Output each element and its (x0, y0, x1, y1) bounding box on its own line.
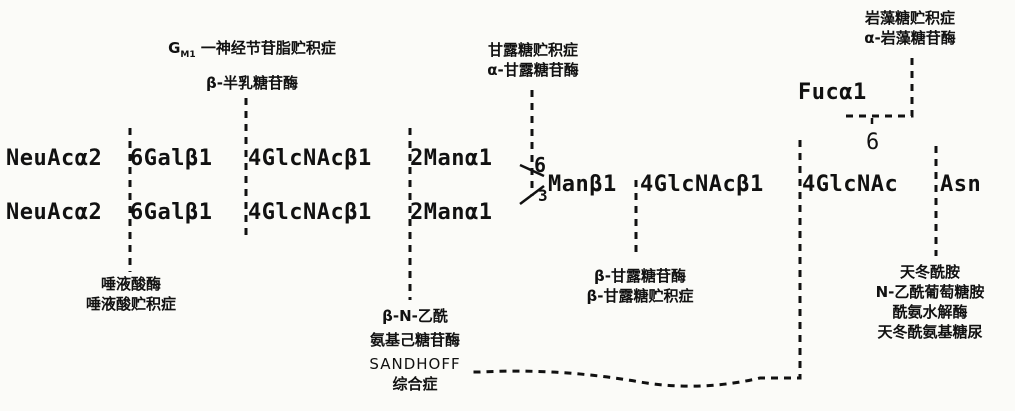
bottom-glcnac: 4GlcNAcβ1 (248, 200, 372, 225)
core-glcnac-1: 4GlcNAcβ1 (640, 172, 764, 197)
beta-mannosidase-enzyme: β-甘露糖苷酶 (594, 267, 686, 285)
mannosidosis-enzyme: α-甘露糖苷酶 (487, 61, 579, 79)
aga-line-2: N-乙酰葡萄糖胺 (875, 283, 985, 301)
bottom-gal: 6Galβ1 (130, 200, 213, 225)
aga-line-3: 酰氨水解酶 (892, 303, 968, 321)
gm1-annotation: GM1 一神经节苷脂贮积症 β-半乳糖苷酶 (132, 38, 372, 93)
branch-3-label: 3 (538, 186, 549, 205)
gm1-disease-label: GM1 一神经节苷脂贮积症 (168, 39, 336, 60)
mannosidosis-annotation: 甘露糖贮积症 α-甘露糖苷酶 (458, 40, 608, 80)
core-glcnac-2: 4GlcNAc (802, 172, 899, 197)
top-gal: 6Galβ1 (130, 146, 213, 171)
core-asn: Asn (940, 172, 982, 197)
beta-mannosidosis-disease: β-甘露糖贮积症 (586, 287, 694, 305)
mannosidosis-disease: 甘露糖贮积症 (487, 41, 578, 59)
fucosidosis-enzyme: α-岩藻糖苷酶 (864, 29, 956, 47)
bottom-neuac: NeuAcα2 (6, 200, 103, 225)
beta-mannosidosis-annotation: β-甘露糖苷酶 β-甘露糖贮积症 (570, 266, 710, 306)
sialidosis-disease: 唾液酸贮积症 (85, 295, 176, 313)
sandhoff-label: SANDHOFF (369, 355, 461, 373)
top-glcnac: 4GlcNAcβ1 (248, 146, 372, 171)
top-neuac: NeuAcα2 (6, 146, 103, 171)
top-man: 2Manα1 (410, 146, 493, 171)
branch-3-stroke (519, 185, 545, 205)
sialidase-enzyme: 唾液酸酶 (100, 275, 161, 293)
fucosidosis-annotation: 岩藻糖贮积症 α-岩藻糖苷酶 (830, 8, 990, 48)
fucosidosis-disease: 岩藻糖贮积症 (864, 9, 955, 27)
sialidosis-annotation: 唾液酸酶 唾液酸贮积症 (66, 274, 196, 314)
sandhoff-syndrome: 综合症 (392, 375, 438, 393)
fucosidase-cut-line (846, 58, 914, 118)
gm1-enzyme-label: β-半乳糖苷酶 (206, 74, 298, 92)
hexosaminidase-annotation: β-N-乙酰 氨基己糖苷酶 SANDHOFF 综合症 (350, 306, 480, 394)
aspartylglucosaminuria-annotation: 天冬酰胺 N-乙酰葡萄糖胺 酰氨水解酶 天冬酰氨基糖尿 (852, 262, 1008, 342)
core-fucose: Fucα1 (798, 80, 867, 105)
aga-line-1: 天冬酰胺 (899, 263, 960, 281)
hexosaminidase-enzyme-2: 氨基己糖苷酶 (369, 331, 460, 349)
aga-line-4: 天冬酰氨基糖尿 (877, 323, 983, 341)
endo-cut-path (470, 140, 802, 388)
core-man-beta: Manβ1 (548, 172, 617, 197)
fucose-position: 6 (866, 130, 880, 155)
hexosaminidase-enzyme-1: β-N-乙酰 (382, 307, 448, 325)
bottom-man: 2Manα1 (410, 200, 493, 225)
branch-6-label: 6 (534, 153, 547, 177)
branch-6-stroke (519, 163, 545, 178)
